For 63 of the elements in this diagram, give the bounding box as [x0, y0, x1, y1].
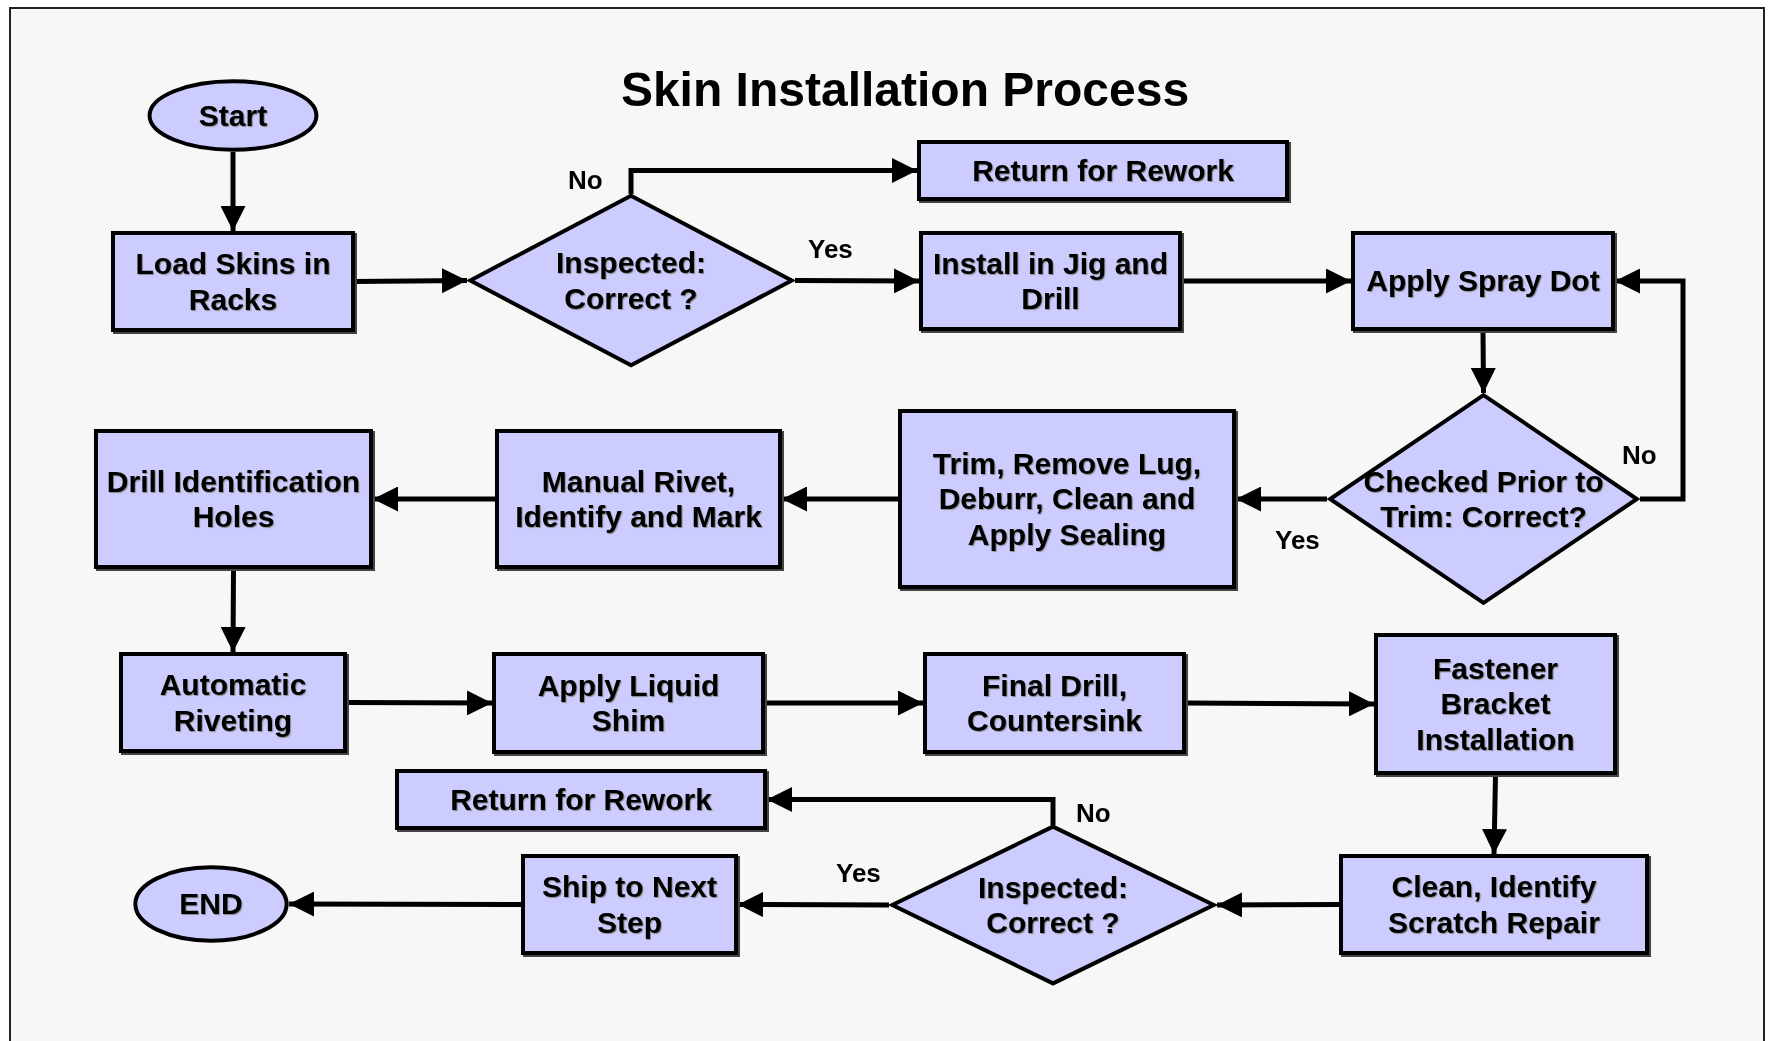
- arrow: [1615, 268, 1686, 502]
- node-label: Apply Liquid Shim: [536, 667, 721, 739]
- node-label: Apply Spray Dot: [1365, 263, 1601, 299]
- arrow: [1236, 486, 1327, 512]
- terminal-oval: [147, 79, 319, 152]
- process-box: [919, 231, 1182, 331]
- node-label: Fastener Bracket Installation: [1415, 651, 1576, 757]
- process-box: [1374, 633, 1617, 775]
- node-label: Automatic Riveting: [158, 667, 308, 738]
- arrow: [738, 892, 889, 918]
- process-box: [1351, 231, 1615, 331]
- arrow: [1482, 774, 1507, 855]
- arrow: [220, 152, 246, 231]
- edge-label: No: [568, 165, 603, 196]
- edge-label: Yes: [808, 234, 853, 265]
- arrow: [767, 787, 1056, 825]
- arrow: [1470, 331, 1496, 393]
- edge-label: No: [1076, 798, 1111, 829]
- edge-label: No: [1622, 440, 1657, 471]
- process-box: [1339, 854, 1649, 955]
- node-label: Manual Rivet, Identify and Mark: [514, 463, 763, 535]
- terminal-oval: [133, 865, 289, 943]
- node-label: END: [178, 886, 244, 922]
- process-box: [111, 231, 355, 332]
- node-label: Inspected: Correct ?: [555, 245, 707, 316]
- node-label: Install in Jig and Drill: [931, 245, 1169, 317]
- decision-diamond: [889, 825, 1217, 985]
- arrow: [1217, 892, 1339, 918]
- arrow: [373, 486, 495, 512]
- process-box: [94, 429, 373, 569]
- node-label: Clean, Identify Scratch Repair: [1387, 869, 1601, 940]
- diagram-title: Skin Installation Process: [619, 62, 1191, 117]
- node-label: Return for Rework: [971, 152, 1235, 189]
- process-box: [395, 769, 767, 830]
- node-label: Inspected: Correct ?: [977, 869, 1129, 941]
- arrow: [347, 690, 492, 716]
- process-box: [898, 409, 1236, 589]
- node-label: Drill Identification Holes: [105, 463, 362, 535]
- arrow: [220, 569, 246, 652]
- edge-label: Yes: [1275, 525, 1320, 556]
- node-label: Final Drill, Countersink: [966, 667, 1143, 739]
- arrow: [795, 268, 919, 294]
- edge-label: Yes: [836, 858, 881, 889]
- node-label: Trim, Remove Lug, Deburr, Clean and Apply Sealing: [931, 446, 1203, 552]
- process-box: [492, 652, 765, 754]
- node-label: Checked Prior to Trim: Correct?: [1362, 463, 1605, 535]
- node-label: Load Skins in Racks: [134, 246, 332, 317]
- arrow: [782, 486, 898, 512]
- node-label: Ship to Next Step: [541, 869, 718, 940]
- arrow: [1182, 268, 1351, 294]
- arrow: [354, 268, 468, 294]
- process-box: [521, 854, 738, 955]
- node-label: Start: [197, 97, 269, 134]
- arrow: [765, 690, 923, 716]
- process-box: [917, 140, 1289, 201]
- arrow: [628, 158, 917, 194]
- arrow: [1186, 691, 1374, 717]
- process-box: [495, 429, 782, 569]
- arrow: [289, 891, 521, 917]
- process-box: [923, 652, 1186, 754]
- decision-diamond: [467, 194, 795, 367]
- process-box: [119, 652, 347, 753]
- node-label: Return for Rework: [449, 781, 713, 818]
